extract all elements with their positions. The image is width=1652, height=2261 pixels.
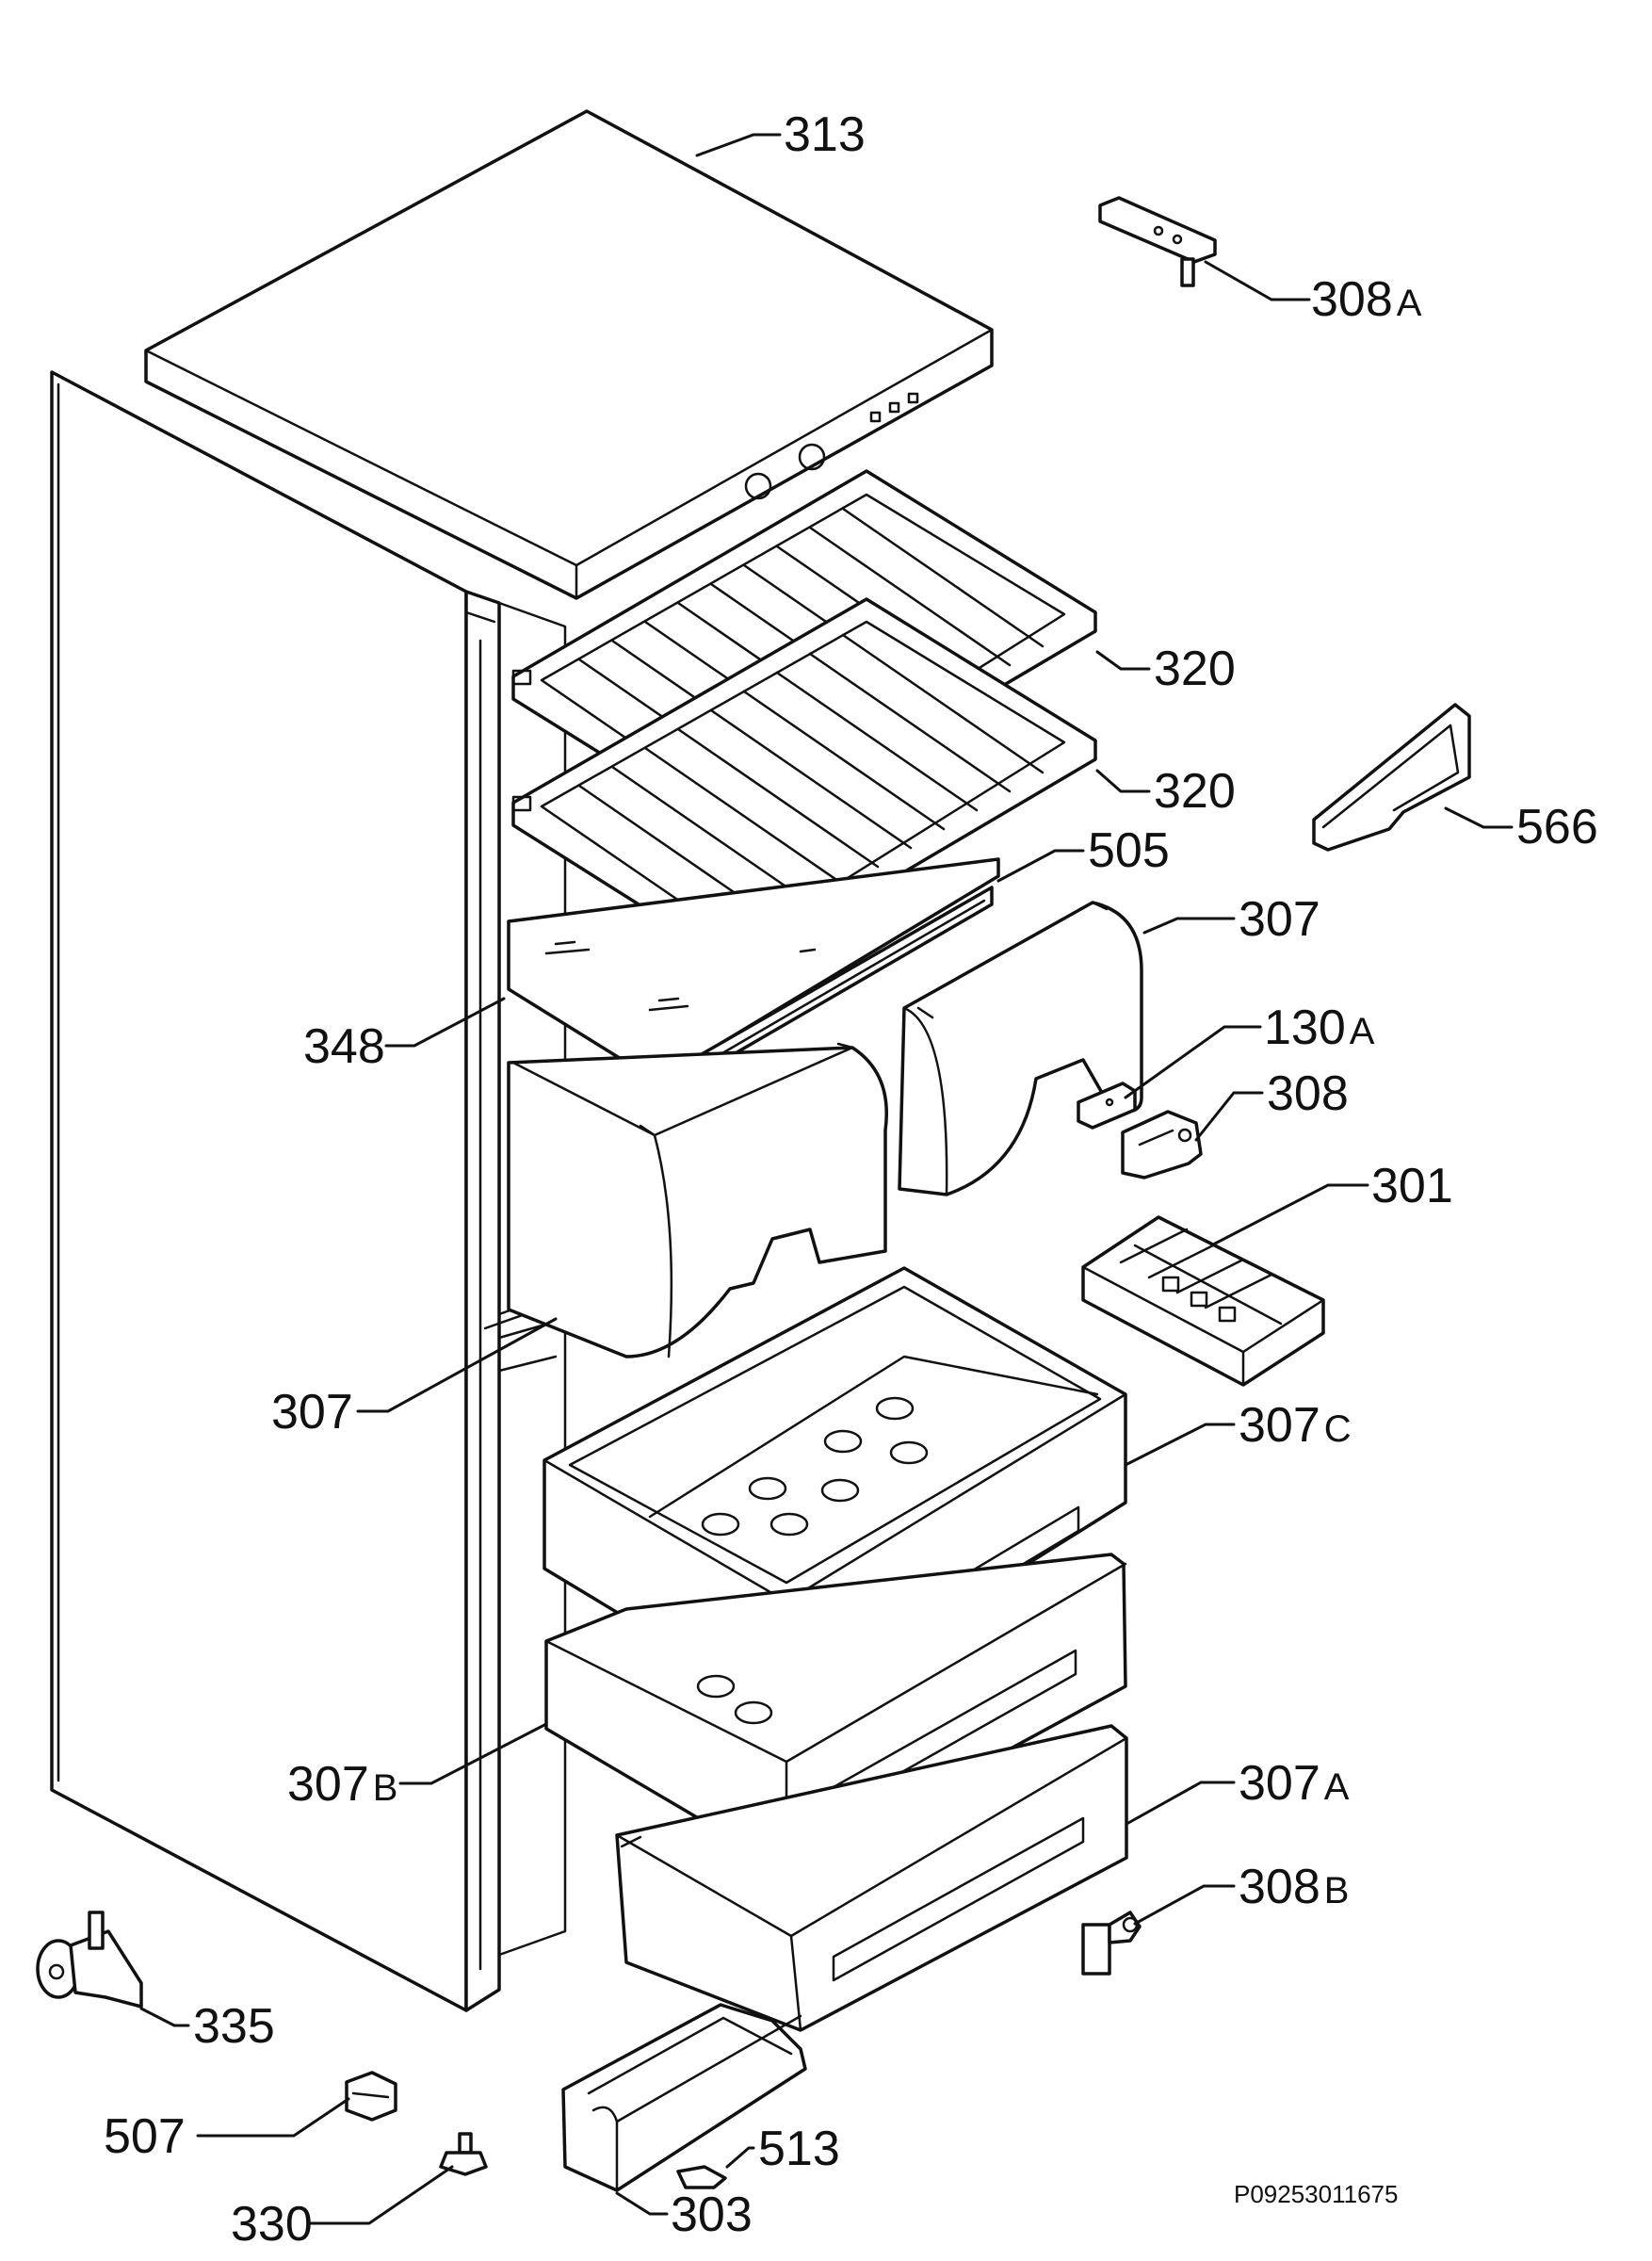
label-507: 507	[104, 2109, 186, 2164]
label-348: 348	[303, 1019, 385, 1074]
hinge-cover-130a	[1077, 1082, 1137, 1130]
label-505: 505	[1088, 823, 1170, 878]
label-313: 313	[784, 107, 866, 162]
leveling-foot-330	[439, 2132, 488, 2176]
glass-shelf	[507, 857, 1000, 1083]
label-320-lower: 320	[1154, 764, 1236, 819]
label-307-left: 307	[271, 1385, 353, 1440]
ice-cube-tray	[1081, 1215, 1325, 1387]
label-308: 308	[1267, 1066, 1349, 1121]
label-330: 330	[231, 2197, 313, 2252]
foot-bracket-335	[36, 1911, 143, 2009]
hinge-308	[1121, 1110, 1203, 1179]
lower-shelf	[511, 597, 1097, 970]
freezer-drawer-left	[507, 1042, 888, 1358]
handle-566	[1312, 703, 1471, 852]
label-335: 335	[193, 1999, 275, 2054]
label-513: 513	[758, 2122, 840, 2176]
leader-lines	[139, 133, 1514, 2225]
label-303: 303	[671, 2188, 753, 2242]
freezer-drawer-upper-right	[898, 901, 1143, 1196]
freezer-drawer-307a	[615, 1724, 1128, 2032]
hinge-308b	[1081, 1911, 1142, 1976]
label-320-upper: 320	[1154, 642, 1236, 696]
foot-513	[676, 2165, 727, 2189]
label-307-upper-right: 307	[1239, 892, 1320, 947]
kick-plate	[561, 2003, 807, 2192]
cabinet-body	[50, 370, 567, 2012]
clip-507	[345, 2071, 397, 2122]
label-566: 566	[1516, 800, 1598, 854]
hinge-308a	[1098, 196, 1217, 287]
label-301: 301	[1371, 1159, 1453, 1213]
drawing-code: P09253011675	[1234, 2180, 1398, 2208]
top-cover	[144, 109, 994, 600]
